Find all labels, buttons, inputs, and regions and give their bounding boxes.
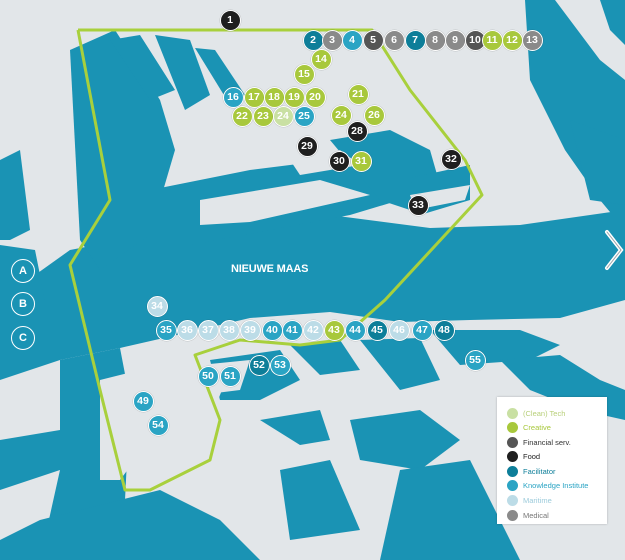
- side-button-a[interactable]: A: [11, 259, 35, 283]
- map-marker-33[interactable]: 33: [407, 194, 429, 216]
- map-marker-30[interactable]: 30: [328, 150, 350, 172]
- map-marker-50[interactable]: 50: [197, 365, 219, 387]
- map-marker-55[interactable]: 55: [464, 349, 486, 371]
- map-marker-24[interactable]: 24: [330, 104, 352, 126]
- map-marker-49[interactable]: 49: [132, 390, 154, 412]
- legend-swatch: [507, 451, 518, 463]
- legend-item: Financial serv.: [507, 435, 607, 449]
- map-marker-40[interactable]: 40: [261, 319, 283, 341]
- map-marker-41[interactable]: 41: [281, 319, 303, 341]
- legend-swatch: [507, 422, 518, 434]
- map-marker-15[interactable]: 15: [293, 63, 315, 85]
- legend-swatch: [507, 509, 518, 521]
- map-marker-8[interactable]: 8: [424, 29, 446, 51]
- map-marker-51[interactable]: 51: [219, 365, 241, 387]
- side-button-c[interactable]: C: [11, 326, 35, 350]
- map-marker-47[interactable]: 47: [411, 319, 433, 341]
- map-marker-23[interactable]: 23: [252, 105, 274, 127]
- legend-item: (Clean) Tech: [507, 406, 607, 420]
- legend-swatch: [507, 407, 518, 419]
- legend-item: Facilitator: [507, 464, 607, 478]
- map-marker-18[interactable]: 18: [263, 86, 285, 108]
- map-marker-7[interactable]: 7: [404, 29, 426, 51]
- legend-label: Food: [523, 452, 541, 462]
- map-marker-16[interactable]: 16: [222, 86, 244, 108]
- legend-label: Maritime: [523, 496, 552, 506]
- map-marker-17[interactable]: 17: [243, 86, 265, 108]
- map-marker-12[interactable]: 12: [501, 29, 523, 51]
- district-boundary: [68, 28, 484, 492]
- map-marker-25[interactable]: 25: [293, 105, 315, 127]
- map-marker-28[interactable]: 28: [346, 120, 368, 142]
- map-marker-37[interactable]: 37: [197, 319, 219, 341]
- river-label-nieuwe-maas: NIEUWE MAAS: [231, 263, 309, 275]
- legend-swatch: [507, 480, 518, 492]
- map-marker-4[interactable]: 4: [341, 29, 363, 51]
- side-button-b[interactable]: B: [11, 292, 35, 316]
- map-marker-1[interactable]: 1: [219, 9, 241, 31]
- map-marker-24[interactable]: 24: [272, 105, 294, 127]
- map-marker-34[interactable]: 34: [146, 295, 168, 317]
- legend-label: Knowledge Institute: [523, 481, 589, 491]
- map-marker-2[interactable]: 2: [302, 29, 324, 51]
- map-marker-6[interactable]: 6: [383, 29, 405, 51]
- map-marker-13[interactable]: 13: [521, 29, 543, 51]
- legend-swatch: [507, 465, 518, 477]
- legend-swatch: [507, 436, 518, 448]
- map-marker-46[interactable]: 46: [388, 319, 410, 341]
- legend-label: (Clean) Tech: [523, 408, 566, 418]
- legend-label: Creative: [523, 423, 551, 433]
- map-marker-42[interactable]: 42: [302, 319, 324, 341]
- map-marker-29[interactable]: 29: [296, 135, 318, 157]
- map-marker-48[interactable]: 48: [433, 319, 455, 341]
- map-marker-35[interactable]: 35: [155, 319, 177, 341]
- map-marker-19[interactable]: 19: [283, 86, 305, 108]
- legend-item: Knowledge Institute: [507, 479, 607, 493]
- legend-item: Maritime: [507, 494, 607, 508]
- legend-item: Creative: [507, 421, 607, 435]
- legend-label: Medical: [523, 510, 549, 520]
- legend-label: Facilitator: [523, 466, 556, 476]
- map-marker-14[interactable]: 14: [310, 48, 332, 70]
- map-marker-21[interactable]: 21: [347, 83, 369, 105]
- map-marker-45[interactable]: 45: [366, 319, 388, 341]
- legend-item: Medical: [507, 508, 607, 522]
- map-marker-38[interactable]: 38: [218, 319, 240, 341]
- map-marker-11[interactable]: 11: [481, 29, 503, 51]
- map-marker-9[interactable]: 9: [444, 29, 466, 51]
- map-marker-20[interactable]: 20: [304, 86, 326, 108]
- map-marker-36[interactable]: 36: [176, 319, 198, 341]
- map-marker-22[interactable]: 22: [231, 105, 253, 127]
- map-marker-52[interactable]: 52: [248, 354, 270, 376]
- map-marker-31[interactable]: 31: [350, 150, 372, 172]
- map-marker-54[interactable]: 54: [147, 414, 169, 436]
- map-marker-53[interactable]: 53: [269, 354, 291, 376]
- map-marker-32[interactable]: 32: [440, 148, 462, 170]
- map-marker-3[interactable]: 3: [321, 29, 343, 51]
- legend-item: Food: [507, 450, 607, 464]
- map-marker-43[interactable]: 43: [323, 319, 345, 341]
- legend-label: Financial serv.: [523, 437, 571, 447]
- legend-swatch: [507, 495, 518, 507]
- map-marker-44[interactable]: 44: [344, 319, 366, 341]
- map-marker-5[interactable]: 5: [362, 29, 384, 51]
- map-marker-26[interactable]: 26: [363, 104, 385, 126]
- next-arrow-icon[interactable]: [601, 226, 625, 274]
- map-marker-39[interactable]: 39: [239, 319, 261, 341]
